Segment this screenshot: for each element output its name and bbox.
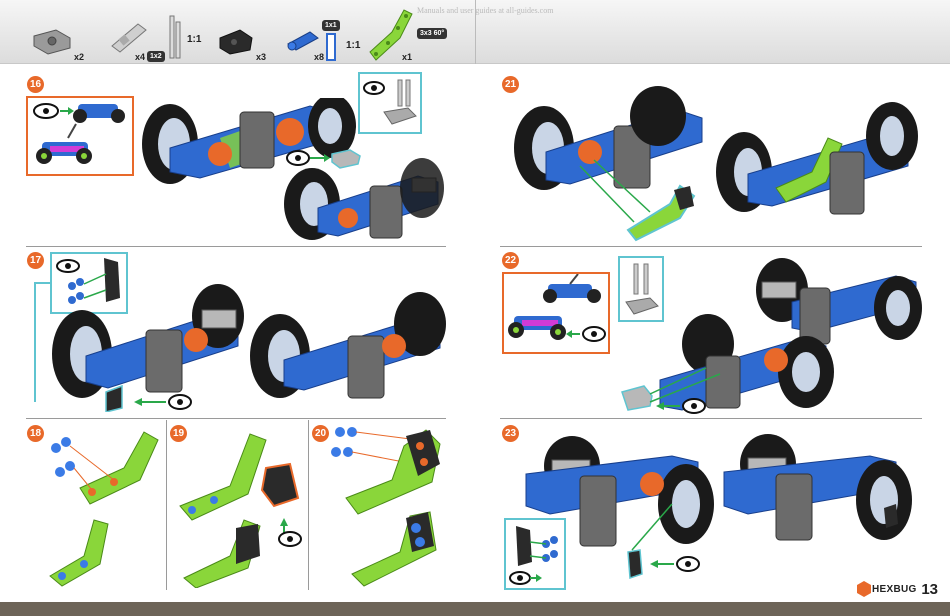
clip-detail-17-icon (56, 258, 120, 304)
qty-part-1: x2 (74, 52, 85, 62)
step-badge-18: 18 (27, 425, 44, 442)
step-badge-23: 23 (502, 425, 519, 442)
divider-right-1 (500, 246, 922, 247)
wheel-assembly-16b-icon (284, 158, 444, 240)
qty-part-4: x8 (314, 52, 325, 62)
green-angle-beam-icon (369, 9, 413, 61)
qty-part-5: x1 (402, 52, 413, 62)
step-badge-16: 16 (27, 76, 44, 93)
beam-step-18-icon (49, 431, 159, 587)
page-number: 13 (921, 581, 938, 598)
wheel-assembly-21a-icon (514, 86, 703, 242)
ratio-label-1: 1:1 (187, 34, 202, 45)
ratio-label-2: 1:1 (346, 40, 361, 51)
wheel-assembly-23b-icon (723, 434, 912, 541)
step-16-detail-callout (358, 72, 422, 134)
watermark: Manuals and user guides at all-guides.co… (417, 6, 554, 15)
beam-step-19-icon (179, 433, 300, 588)
overview-robot-16-icon (33, 103, 125, 164)
connector-scale-icon (326, 33, 336, 61)
pin-scale-icon (169, 15, 181, 59)
wheel-assembly-17b-icon (250, 292, 446, 399)
eye-19-icon (278, 531, 302, 547)
step-17-leader (34, 282, 52, 402)
hexbug-logo-icon (857, 581, 871, 597)
step-badge-17: 17 (27, 252, 44, 269)
step-badge-22: 22 (502, 252, 519, 269)
divider-18-19 (166, 420, 167, 590)
pin-detail-22-icon (625, 263, 659, 315)
black-clip-icon (219, 29, 253, 55)
wheel-assembly-22a-icon (756, 258, 922, 345)
eye-arrow-22-icon (656, 398, 706, 414)
tag-part-4: 1x1 (322, 20, 340, 31)
servo-bracket-icon (33, 29, 71, 55)
insert-arrow-16-icon (286, 149, 361, 169)
overview-robot-22-icon (508, 273, 606, 342)
axle-pin-icon (111, 23, 147, 53)
wheel-assembly-16a-icon (142, 98, 356, 184)
qty-part-2: x4 (135, 52, 146, 62)
parts-bar: x2 x4 1x2 1:1 x3 x8 1x1 1:1 x1 3x3 60° M… (0, 0, 950, 64)
step-17-detail-callout (50, 252, 128, 314)
blue-connector-icon (287, 31, 319, 51)
step-badge-20: 20 (312, 425, 329, 442)
tag-part-5: 3x3 60° (417, 28, 448, 39)
divider-left-1 (26, 246, 446, 247)
pin-detail-16-icon (363, 79, 417, 125)
tag-part-2: 1x2 (147, 51, 165, 62)
clip-insert-23-icon (627, 549, 700, 580)
eye-arrow-17-icon (134, 394, 192, 410)
divider-19-20 (308, 420, 309, 590)
wheel-assembly-23a-icon (525, 436, 714, 551)
divider-left-2 (26, 418, 446, 419)
step-22-overview-callout (502, 272, 610, 354)
wheel-assembly-22b-icon (621, 314, 834, 411)
clip-detail-23-icon (509, 526, 558, 585)
footer-band (0, 602, 950, 616)
step-16-overview-callout (26, 96, 134, 176)
beam-step-20-icon (331, 427, 441, 587)
wheel-assembly-21b-icon (716, 102, 918, 215)
parts-divider (475, 0, 476, 64)
qty-part-3: x3 (256, 52, 267, 62)
divider-right-2 (500, 418, 922, 419)
step-23-detail-callout (504, 518, 566, 590)
brand-name: HEXBUG (872, 584, 917, 595)
wheel-assembly-17a-icon (52, 284, 244, 412)
step-22-detail-callout (618, 256, 664, 322)
step-badge-19: 19 (170, 425, 187, 442)
step-badge-21: 21 (502, 76, 519, 93)
